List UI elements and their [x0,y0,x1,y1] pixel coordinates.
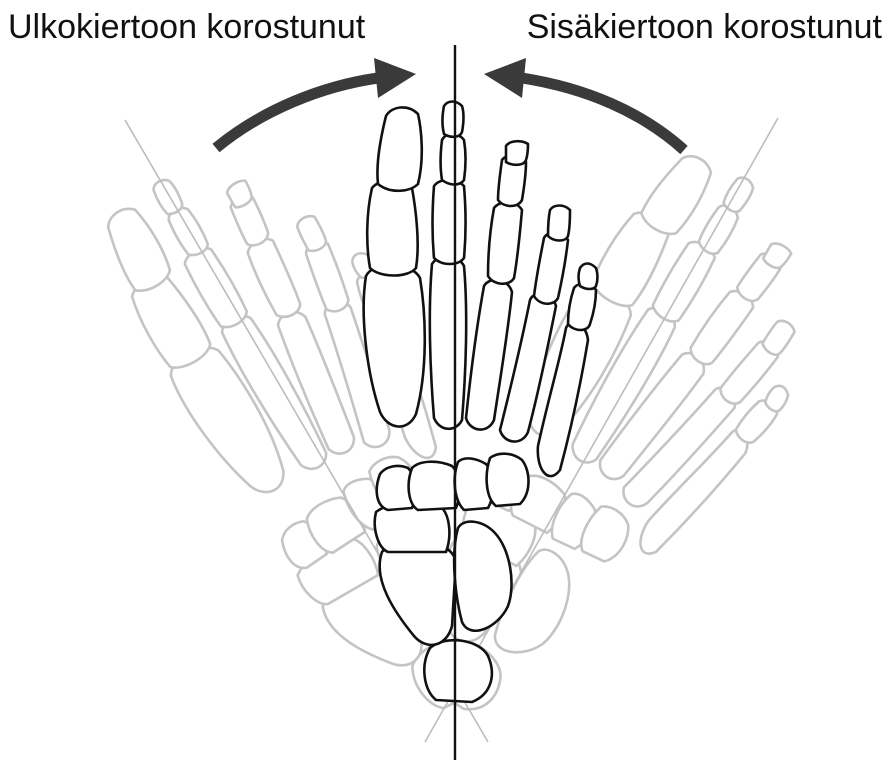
curved-arrow-left-icon [484,58,684,150]
